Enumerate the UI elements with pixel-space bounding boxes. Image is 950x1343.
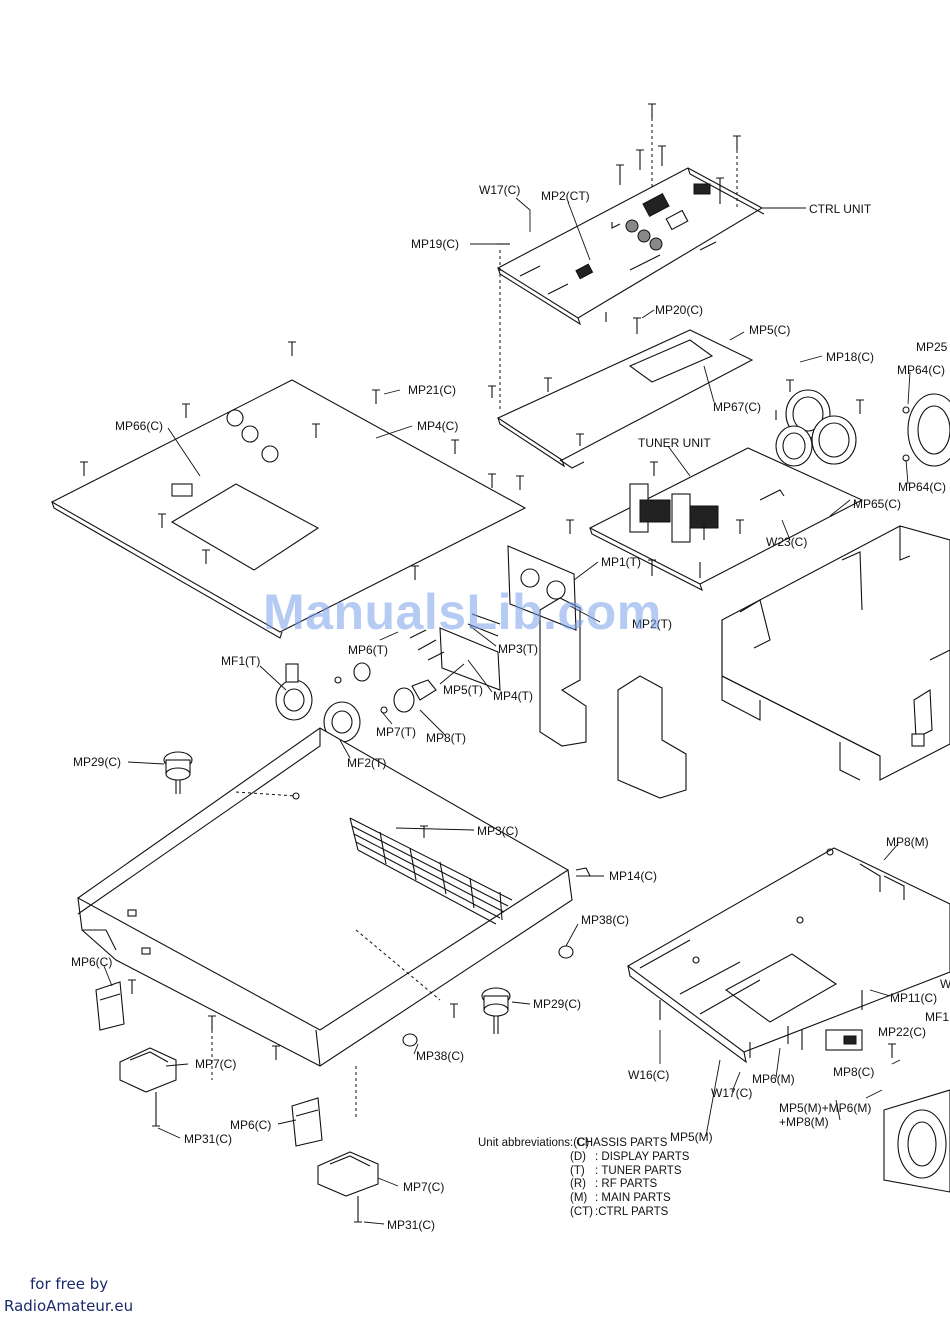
label-mp31c-mid: MP31(C)	[387, 1218, 435, 1232]
bottom-chassis-screws	[128, 979, 458, 1120]
label-mp64c-top: MP64(C)	[897, 363, 945, 377]
mp1t-bracket	[439, 545, 577, 691]
label-mp11c: MP11(C)	[890, 991, 937, 1005]
mp3c-bottom-chassis	[76, 727, 591, 1067]
legend-row: (M): MAIN PARTS	[570, 1192, 671, 1205]
label-mp7c-left: MP7(C)	[195, 1057, 236, 1071]
legend-title: Unit abbreviations	[478, 1137, 571, 1149]
credit-line-2: RadioAmateur.eu	[4, 1297, 134, 1315]
label-w17c-top: W17(C)	[479, 183, 520, 197]
label-mp6t: MP6(T)	[348, 643, 388, 657]
label-mp20c: MP20(C)	[655, 303, 703, 317]
ctrl-unit-screws	[497, 103, 741, 410]
tuner-knob-parts	[275, 629, 445, 743]
mp38c-foot-mid	[402, 1033, 418, 1047]
label-mp6c-mid: MP6(C)	[230, 1118, 271, 1132]
label-mp8c: MP8(C)	[833, 1065, 874, 1079]
label-mp3t: MP3(T)	[498, 642, 538, 656]
label-mp7c-mid: MP7(C)	[403, 1180, 444, 1194]
label-mp1t: MP1(T)	[601, 555, 641, 569]
speaker-top-right	[902, 393, 950, 467]
watermark: ManualsLib.com	[263, 584, 662, 640]
label-mp64c-bot: MP64(C)	[898, 480, 946, 494]
label-mp5m: MP5(M)	[670, 1130, 713, 1144]
label-mp31c-left: MP31(C)	[184, 1132, 232, 1146]
label-tuner-unit: TUNER UNIT	[638, 436, 711, 450]
mp5c-plate	[488, 317, 754, 469]
label-mp21c: MP21(C)	[408, 383, 456, 397]
label-mp8m: MP8(M)	[886, 835, 929, 849]
label-mp14c: MP14(C)	[609, 869, 657, 883]
label-mp22c: MP22(C)	[878, 1025, 926, 1039]
label-w17c-bot: W17(C)	[711, 1086, 752, 1100]
label-mp29c-mid: MP29(C)	[533, 997, 581, 1011]
mp3c-vent-slots	[349, 817, 513, 925]
label-mp2ct: MP2(CT)	[541, 189, 590, 203]
mp6c-mp7c-left-feet	[95, 981, 177, 1127]
label-mp5m-combo-2: +MP8(M)	[779, 1115, 829, 1129]
label-mp29c-left: MP29(C)	[73, 755, 121, 769]
mp6c-mp7c-mid-feet	[291, 1097, 379, 1223]
label-mp2t: MP2(T)	[632, 617, 672, 631]
label-mp6c-left: MP6(C)	[71, 955, 112, 969]
mf1-speaker-bottom-right	[883, 1089, 950, 1193]
legend-row: (D): DISPLAY PARTS	[570, 1150, 690, 1163]
label-mp19c: MP19(C)	[411, 237, 459, 251]
label-mp4t: MP4(T)	[493, 689, 533, 703]
mp29c-foot-mid	[481, 987, 511, 1034]
main-pcb-board	[626, 847, 950, 1064]
main-chassis-frame	[721, 525, 950, 781]
mp4c-shield-plate	[50, 341, 527, 639]
flex-cables	[539, 597, 687, 799]
unit-abbreviations-legend: Unit abbreviations (C) : CHASSIS PARTS (…	[478, 1137, 689, 1220]
label-mp4c: MP4(C)	[417, 419, 458, 433]
label-w-right: W	[940, 977, 950, 991]
label-ctrl-unit: CTRL UNIT	[809, 202, 872, 216]
tuner-unit-board	[566, 447, 864, 592]
label-w23c: W23(C)	[766, 535, 807, 549]
label-mp7t: MP7(T)	[376, 725, 416, 739]
part-labels: CTRL UNIT W17(C) MP2(CT) MP19(C) MP20(C)…	[71, 183, 950, 1232]
legend-row: (R): RF PARTS	[570, 1178, 658, 1191]
mp18c-coil-assembly	[775, 379, 864, 467]
label-mp38c-mid: MP38(C)	[416, 1049, 464, 1063]
label-mp5c: MP5(C)	[749, 323, 790, 337]
mp29c-foot-left	[163, 751, 193, 794]
label-w16c: W16(C)	[628, 1068, 669, 1082]
credit-text: for free by RadioAmateur.eu	[4, 1273, 133, 1317]
label-mp67c: MP67(C)	[713, 400, 761, 414]
credit-line-1: for free by	[30, 1275, 109, 1293]
label-mp18c: MP18(C)	[826, 350, 874, 364]
mp38c-foot-right	[558, 945, 574, 959]
ctrl-unit-board	[496, 167, 765, 326]
label-mf1-right: MF1	[925, 1010, 949, 1024]
label-mp25: MP25	[916, 340, 948, 354]
label-mp8t: MP8(T)	[426, 731, 466, 745]
label-mp38c-right: MP38(C)	[581, 913, 629, 927]
leader-lines	[103, 197, 911, 1225]
legend-row: (T): TUNER PARTS	[570, 1164, 682, 1177]
legend-row: (CT):CTRL PARTS	[570, 1205, 669, 1218]
label-mf1t: MF1(T)	[221, 654, 260, 668]
label-mf2t: MF2(T)	[347, 756, 386, 770]
label-mp65c: MP65(C)	[853, 497, 901, 511]
label-mp5t: MP5(T)	[443, 683, 483, 697]
label-mp66c: MP66(C)	[115, 419, 163, 433]
label-mp5m-combo-1: MP5(M)+MP6(M)	[779, 1101, 871, 1115]
legend-row: Unit abbreviations (C) : CHASSIS PARTS	[478, 1137, 668, 1149]
label-mp3c: MP3(C)	[477, 824, 518, 838]
label-mp6m: MP6(M)	[752, 1072, 795, 1086]
